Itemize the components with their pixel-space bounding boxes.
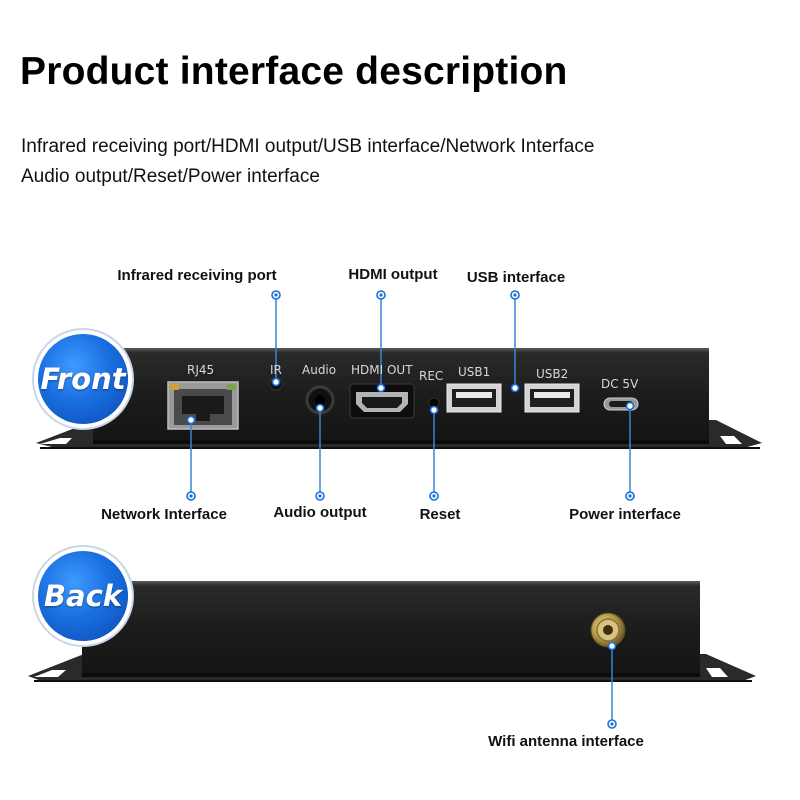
port-label-ir: IR	[270, 363, 282, 377]
leader-markers	[186, 290, 635, 729]
front-badge: Front	[38, 334, 128, 424]
audio-jack	[305, 385, 335, 415]
wifi-antenna-connector	[590, 612, 626, 648]
front-badge-label: Front	[40, 362, 126, 396]
back-panel	[82, 581, 700, 677]
port-label-rec: REC	[419, 369, 444, 383]
callout-hdmi: HDMI output	[348, 266, 438, 283]
callout-reset: Reset	[419, 506, 461, 523]
port-label-rj45: RJ45	[187, 363, 215, 377]
port-label-dc: DC 5V	[601, 377, 639, 391]
description-line-2: Audio output/Reset/Power interface	[21, 166, 320, 187]
leader-lines	[190, 296, 631, 723]
port-label-usb2: USB2	[536, 367, 569, 381]
rj45-port	[167, 381, 239, 430]
callout-wifi: Wifi antenna interface	[488, 733, 644, 750]
back-badge: Back	[38, 551, 128, 641]
page-title: Product interface description	[20, 50, 568, 93]
callout-audio: Audio output	[273, 504, 367, 521]
port-label-usb1: USB1	[458, 365, 491, 379]
callout-network: Network Interface	[101, 506, 227, 523]
callout-infrared: Infrared receiving port	[117, 267, 277, 284]
hdmi-port	[349, 383, 415, 419]
usb1-port	[446, 383, 502, 413]
callout-power: Power interface	[569, 506, 681, 523]
callout-usb: USB interface	[466, 269, 566, 286]
usb2-port	[524, 383, 580, 413]
port-label-audio: Audio	[302, 363, 337, 377]
port-label-hdmi: HDMI OUT	[351, 363, 413, 377]
back-badge-label: Back	[43, 579, 123, 613]
description-line-1: Infrared receiving port/HDMI output/USB …	[21, 136, 595, 157]
